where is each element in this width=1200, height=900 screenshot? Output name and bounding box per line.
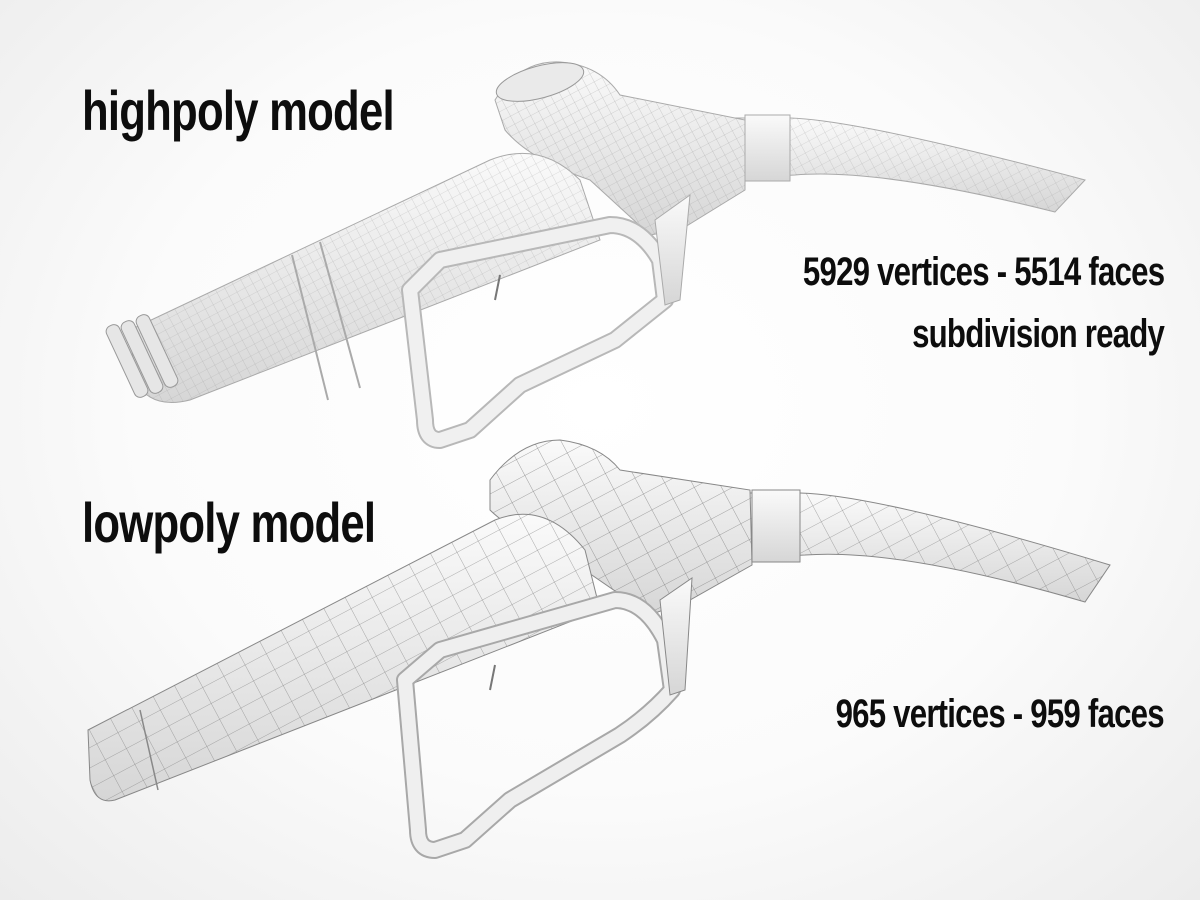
lowpoly-model xyxy=(87,439,1111,859)
highpoly-model-title: highpoly model xyxy=(82,79,395,142)
lowpoly-model-title: lowpoly model xyxy=(82,491,376,554)
lowpoly-vertex-face-count: 965 vertices - 959 faces xyxy=(835,692,1165,736)
highpoly-model xyxy=(105,61,1086,449)
highpoly-subdivision-note: subdivision ready xyxy=(911,312,1165,356)
highpoly-vertex-face-count: 5929 vertices - 5514 faces xyxy=(802,250,1165,294)
